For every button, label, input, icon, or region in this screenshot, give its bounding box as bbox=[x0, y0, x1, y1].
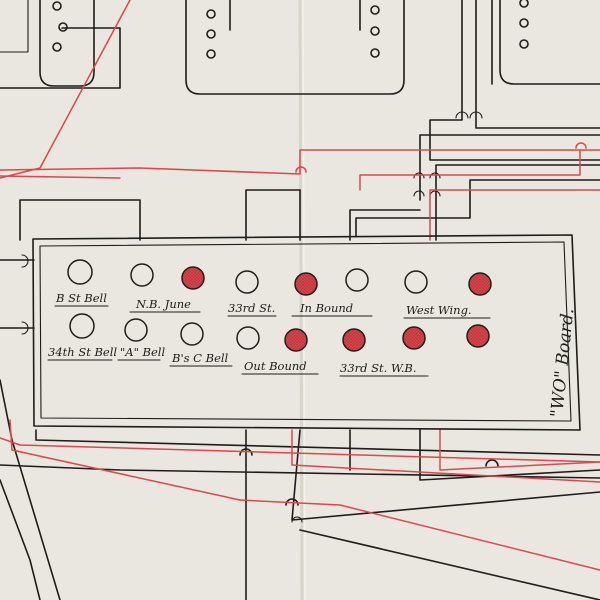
indicator-lamp-unlit bbox=[180, 322, 204, 346]
indicator-lamp-unlit bbox=[404, 270, 428, 294]
terminal-dot bbox=[370, 48, 380, 58]
label-b-st-bell: B St Bell bbox=[55, 291, 107, 305]
paper-fold-crease-shadow bbox=[302, 0, 306, 600]
terminal-dot bbox=[52, 1, 62, 11]
terminal-dot bbox=[519, 18, 529, 28]
label-34th-st-bell: 34th St Bell bbox=[48, 345, 117, 359]
indicator-lamp-lit bbox=[342, 328, 366, 352]
red-wiring bbox=[0, 0, 600, 571]
label-nb-june: N.B. June bbox=[135, 297, 191, 311]
terminal-dot bbox=[206, 29, 216, 39]
label-out-bound: Out Bound bbox=[244, 359, 307, 373]
label-in-bound: In Bound bbox=[299, 301, 353, 315]
indicator-lamp-lit bbox=[402, 326, 426, 350]
indicator-lamp-lit bbox=[294, 272, 318, 296]
terminal-dot bbox=[370, 5, 380, 15]
terminal-dot bbox=[519, 0, 529, 8]
terminal-dot bbox=[370, 26, 380, 36]
label-33rd-st: 33rd St. bbox=[228, 301, 275, 315]
label-bs-c-bell: B's C Bell bbox=[171, 351, 229, 365]
indicator-lamp-unlit bbox=[235, 270, 259, 294]
indicator-lamp-lit bbox=[284, 328, 308, 352]
indicator-lamp-unlit bbox=[67, 259, 93, 285]
label-33rd-st-wb: 33rd St. W.B. bbox=[340, 361, 417, 375]
indicator-lamp-lit bbox=[466, 324, 490, 348]
indicator-row-2 bbox=[69, 313, 490, 352]
indicator-lamp-unlit bbox=[236, 326, 260, 350]
label-west-wing: West Wing. bbox=[406, 303, 472, 317]
paper-fold-crease bbox=[298, 0, 304, 600]
row-1-labels: B St Bell N.B. June 33rd St. In Bound We… bbox=[54, 291, 491, 319]
indicator-lamp-lit bbox=[181, 266, 205, 290]
board-outer-frame bbox=[32, 234, 581, 431]
row-2-labels: 34th St Bell "A" Bell B's C Bell Out Bou… bbox=[47, 345, 429, 377]
indicator-row-1 bbox=[67, 259, 492, 296]
terminal-dot bbox=[58, 22, 68, 32]
indicator-lamp-unlit bbox=[345, 268, 369, 292]
top-relay-housings bbox=[0, 0, 600, 95]
indicator-lamp-unlit bbox=[69, 313, 95, 339]
label-a-bell: "A" Bell bbox=[120, 345, 165, 359]
indicator-lamp-unlit bbox=[124, 318, 148, 342]
board-inner-frame bbox=[39, 241, 572, 422]
indicator-lamp-unlit bbox=[130, 263, 154, 287]
terminal-dot bbox=[519, 39, 529, 49]
relay-terminals bbox=[52, 0, 529, 59]
wo-board bbox=[32, 234, 581, 431]
terminal-dot bbox=[206, 49, 216, 59]
terminal-dot bbox=[206, 9, 216, 19]
indicator-lamp-lit bbox=[468, 272, 492, 296]
terminal-dot bbox=[52, 42, 62, 52]
